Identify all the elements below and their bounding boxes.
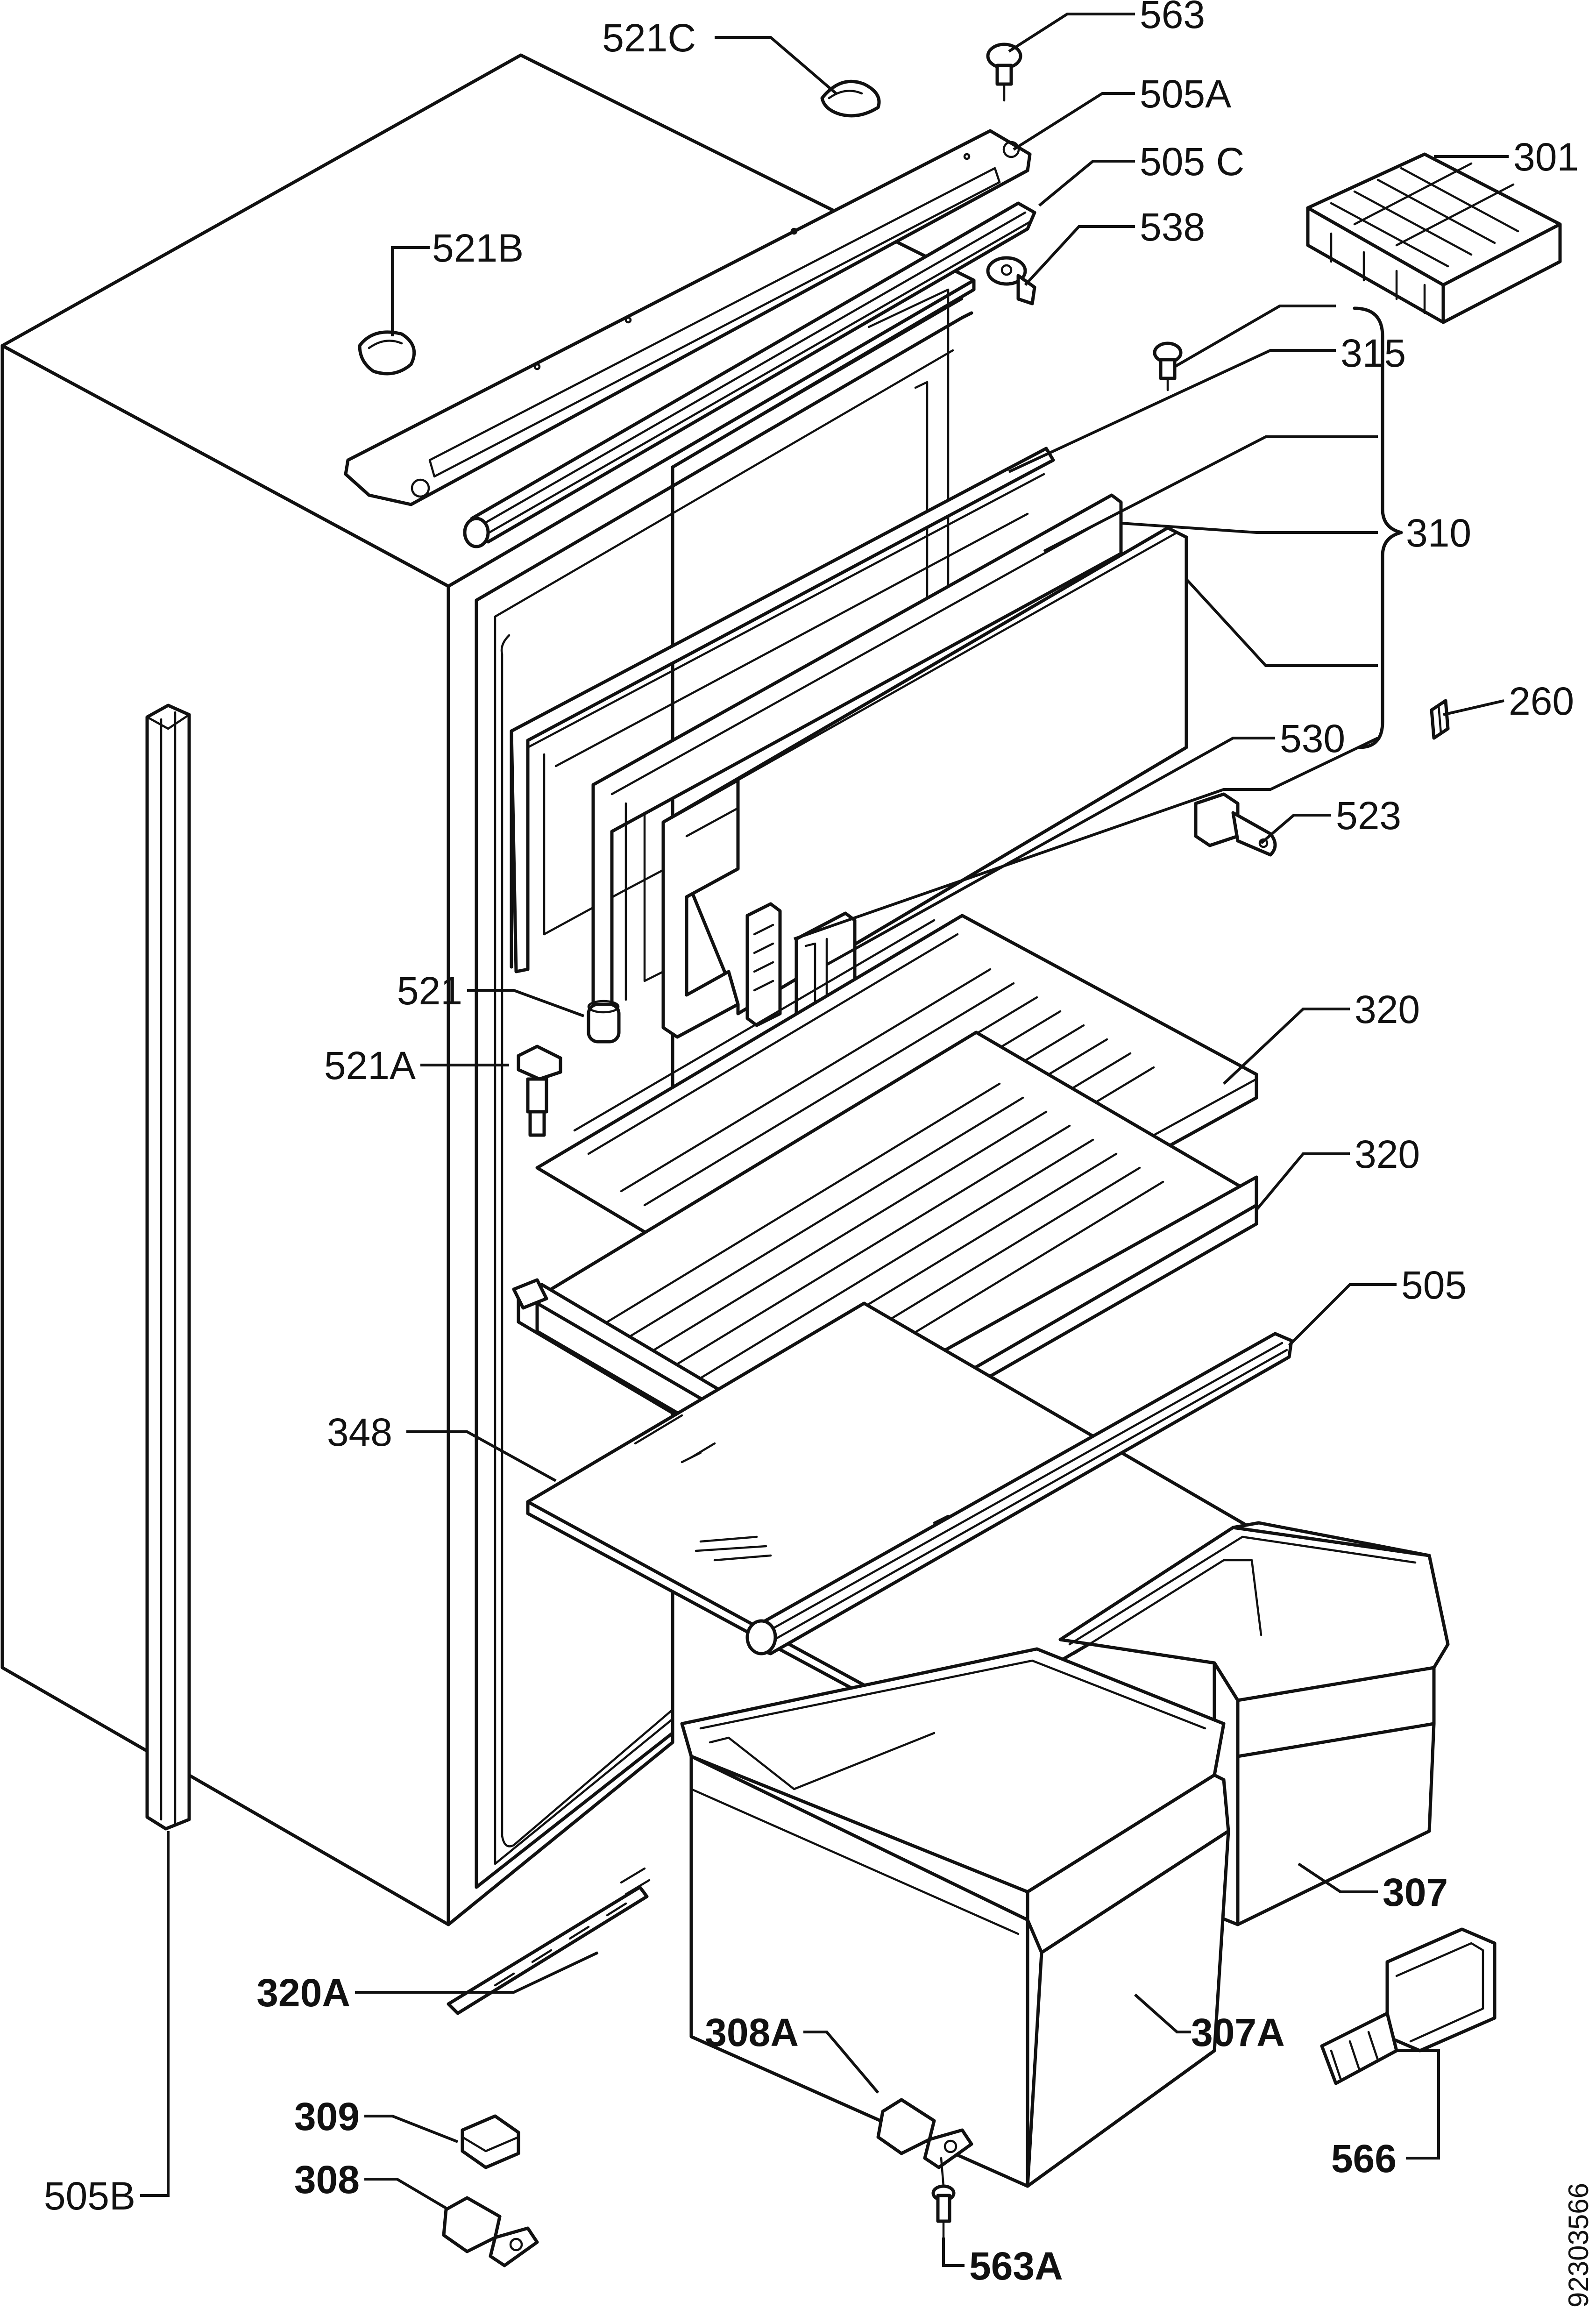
label-320-top: 320: [1355, 987, 1420, 1031]
cap-521c: [820, 79, 881, 118]
label-505c: 505 C: [1140, 140, 1244, 184]
label-320-middle: 320: [1355, 1132, 1420, 1176]
label-320a: 320A: [256, 1971, 350, 2015]
hinge-bracket-538: [986, 256, 1036, 305]
label-563: 563: [1140, 0, 1205, 36]
label-566: 566: [1331, 2137, 1397, 2181]
label-309: 309: [294, 2095, 360, 2138]
label-521b: 521B: [432, 226, 524, 270]
label-530: 530: [1280, 717, 1345, 760]
label-348: 348: [327, 1410, 392, 1454]
cap-521b: [358, 330, 416, 376]
label-505b: 505B: [44, 2174, 135, 2218]
document-number: 92303566: [1563, 2183, 1594, 2308]
ice-tray-301: [1306, 152, 1562, 324]
label-315: 315: [1341, 331, 1406, 375]
bracket-308: [442, 2196, 539, 2267]
label-505a: 505A: [1140, 72, 1231, 116]
crisper-drawer-307: [1058, 1521, 1450, 1926]
label-307a: 307A: [1191, 2011, 1285, 2054]
label-260: 260: [1509, 679, 1574, 723]
label-310: 310: [1406, 511, 1471, 555]
gasket-strip-505c: [463, 201, 1036, 548]
callout-labels: 521C 563 505A 505 C 301 521B 538 315 310…: [44, 0, 1594, 2308]
bolt-563: [986, 43, 1022, 102]
top-trim-505a: [344, 129, 1032, 506]
label-505: 505: [1401, 1263, 1467, 1307]
label-521a: 521A: [324, 1044, 416, 1087]
gasket-strip-505: [745, 1332, 1293, 1655]
bolt-563a: [931, 2157, 956, 2239]
label-523: 523: [1336, 794, 1401, 838]
label-307: 307: [1383, 1870, 1448, 1914]
label-308a: 308A: [705, 2011, 799, 2054]
label-301: 301: [1513, 135, 1579, 179]
label-563a: 563A: [969, 2244, 1063, 2288]
bracket-523: [1194, 792, 1277, 857]
label-521: 521: [397, 969, 462, 1013]
label-521c: 521C: [602, 16, 696, 60]
bracket-308a: [876, 2098, 973, 2169]
door-gasket-strip-505b: [145, 703, 191, 1831]
label-308: 308: [294, 2158, 360, 2202]
spacer-309: [461, 2114, 520, 2169]
label-538: 538: [1140, 205, 1205, 249]
leader-lines: [140, 13, 1509, 2267]
clip-260: [1430, 699, 1450, 740]
screw-315: [1153, 341, 1183, 391]
ice-scraper-566: [1320, 1927, 1497, 2085]
rail-320a: [447, 1867, 651, 2015]
pin-521a: [517, 1044, 562, 1137]
crisper-drawer-307a: [680, 1647, 1230, 2188]
button-521: [587, 1000, 621, 1044]
